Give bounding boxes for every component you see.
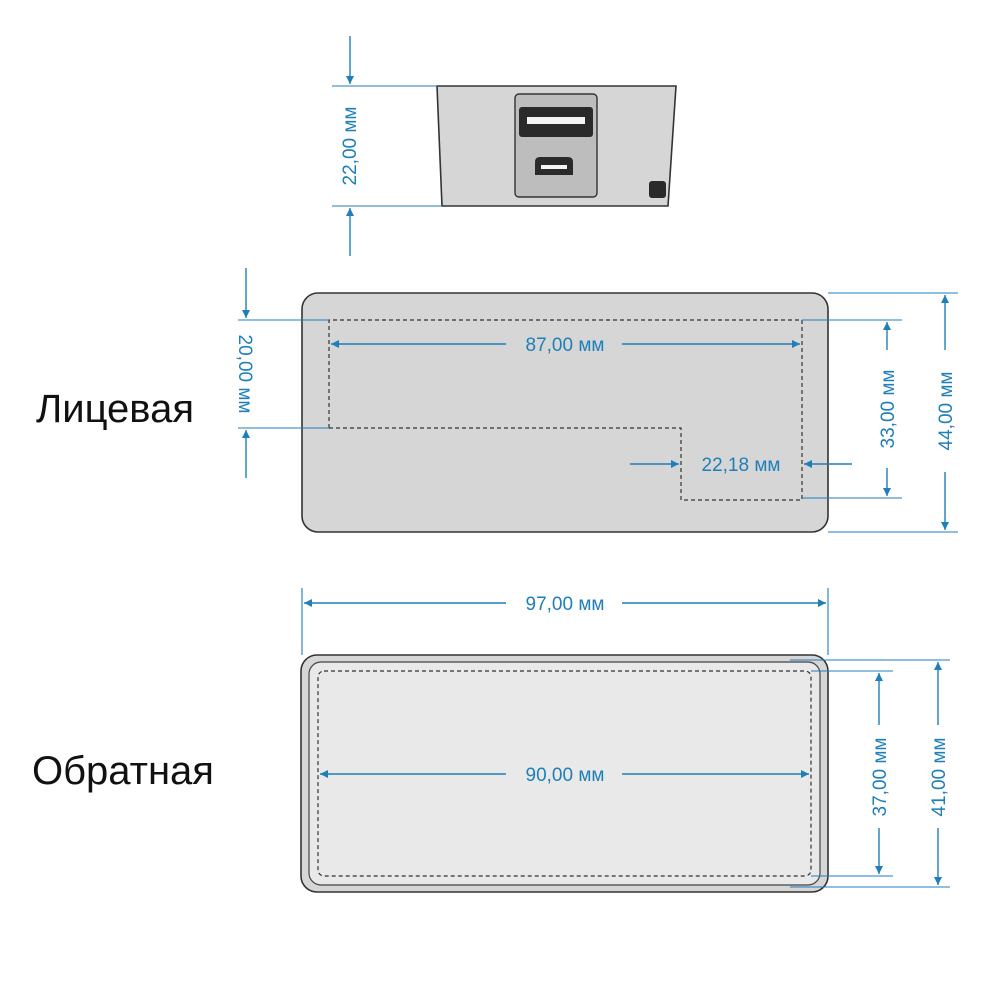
front-view-label: Лицевая xyxy=(36,387,194,431)
dim-front-total-height: 44,00 мм xyxy=(828,292,958,533)
dim-front-notch-width: 22,18 мм xyxy=(630,455,852,476)
dim-back-total-height-label: 41,00 мм xyxy=(929,738,950,817)
dim-front-display-height-label: 33,00 мм xyxy=(878,370,899,449)
dim-top-height: 22,00 мм xyxy=(332,36,442,256)
back-view-label: Обратная xyxy=(32,749,214,793)
dim-top-height-label: 22,00 мм xyxy=(340,107,361,186)
dim-back-total-width-label: 97,00 мм xyxy=(526,594,605,615)
front-view: Лицевая 20,00 мм 87,00 мм 22,18 мм xyxy=(36,268,958,533)
dim-front-window-width: 87,00 мм xyxy=(331,335,800,356)
dim-back-label-height-label: 37,00 мм xyxy=(870,738,891,817)
push-button-icon xyxy=(649,181,666,198)
dim-front-display-height: 33,00 мм xyxy=(802,319,902,499)
top-view: 22,00 мм xyxy=(332,36,677,256)
usb-port-icon xyxy=(514,93,598,198)
dim-back-total-width: 97,00 мм xyxy=(301,588,829,655)
dim-front-window-width-label: 87,00 мм xyxy=(526,335,605,356)
dim-back-label-width-label: 90,00 мм xyxy=(526,765,605,786)
dim-front-notch-width-label: 22,18 мм xyxy=(702,455,781,476)
dim-front-window-height: 20,00 мм xyxy=(234,268,329,478)
dim-back-label-width: 90,00 мм xyxy=(320,765,809,786)
dim-back-label-height: 37,00 мм xyxy=(811,670,893,877)
back-view: 97,00 мм Обратная 90,00 мм 37,00 мм 41,0… xyxy=(32,588,950,893)
back-label-area xyxy=(308,661,821,886)
back-label-outline xyxy=(317,670,812,877)
front-view-body xyxy=(301,292,829,533)
dim-front-window-height-label: 20,00 мм xyxy=(234,335,255,414)
dim-back-total-height: 41,00 мм xyxy=(790,659,950,888)
dim-front-total-height-label: 44,00 мм xyxy=(936,372,957,451)
